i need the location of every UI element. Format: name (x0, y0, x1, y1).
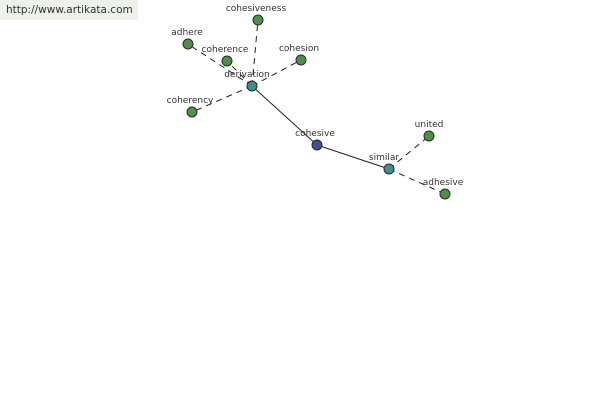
node-label-cohesive: cohesive (295, 129, 335, 139)
edge-cohesive-similar (316, 144, 390, 170)
graph-edges (187, 19, 446, 195)
node-circle-coherence[interactable] (221, 55, 233, 67)
node-label-adhesive: adhesive (423, 178, 464, 188)
node-adhesive[interactable]: adhesive (423, 178, 464, 200)
node-circle-cohesive[interactable] (311, 139, 323, 151)
graph-nodes: cohesive derivation similar cohesiveness adh… (167, 4, 464, 200)
node-derivation[interactable]: derivation (224, 70, 270, 92)
node-label-coherence: coherence (202, 45, 249, 55)
watermark-url: http://www.artikata.com (0, 0, 138, 20)
node-label-adhere: adhere (171, 28, 203, 38)
node-circle-coherency[interactable] (186, 106, 198, 118)
node-circle-cohesiveness[interactable] (252, 14, 264, 26)
node-label-cohesiveness: cohesiveness (226, 4, 287, 14)
node-circle-cohesion[interactable] (295, 54, 307, 66)
node-united[interactable]: united (415, 120, 444, 142)
node-label-united: united (415, 120, 444, 130)
node-circle-similar[interactable] (383, 163, 395, 175)
node-cohesiveness[interactable]: cohesiveness (226, 4, 287, 26)
node-label-coherency: coherency (167, 96, 214, 106)
node-label-derivation: derivation (224, 70, 270, 80)
edge-derivation-cohesiveness (251, 19, 259, 87)
node-cohesive[interactable]: cohesive (295, 129, 335, 151)
node-label-cohesion: cohesion (279, 44, 319, 54)
node-circle-derivation[interactable] (246, 80, 258, 92)
node-coherency[interactable]: coherency (167, 96, 214, 118)
edge-similar-united (388, 135, 430, 170)
node-circle-adhesive[interactable] (439, 188, 451, 200)
node-circle-adhere[interactable] (182, 38, 194, 50)
node-adhere[interactable]: adhere (171, 28, 203, 50)
node-label-similar: similar (369, 153, 399, 163)
edge-cohesive-derivation (251, 85, 318, 146)
node-coherence[interactable]: coherence (202, 45, 249, 67)
edge-derivation-cohesion (251, 59, 302, 87)
node-cohesion[interactable]: cohesion (279, 44, 319, 66)
node-similar[interactable]: similar (369, 153, 399, 175)
edge-derivation-adhere (187, 43, 253, 87)
edge-derivation-coherence (226, 60, 253, 87)
node-circle-united[interactable] (423, 130, 435, 142)
